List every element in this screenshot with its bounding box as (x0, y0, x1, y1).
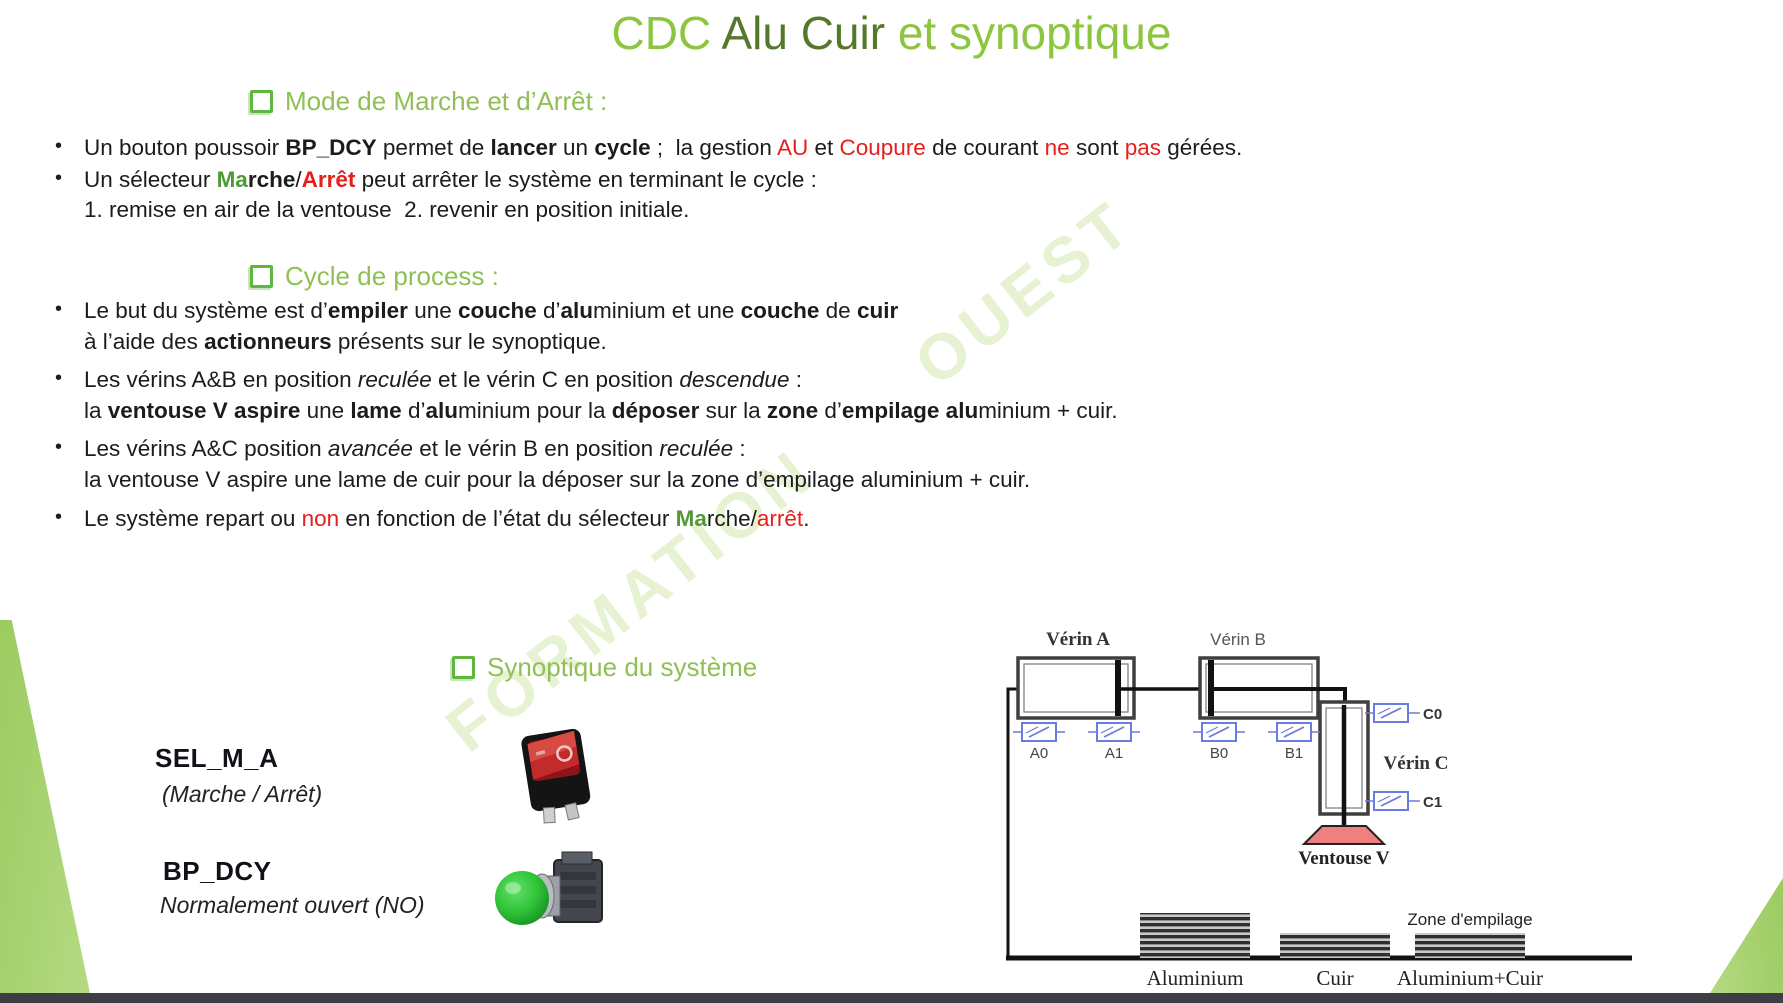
sensor-a1 (1088, 722, 1140, 742)
text-line-mode-2: Un sélecteur Marche/Arrêt peut arrêter l… (84, 167, 817, 192)
heading-label: Cycle de process : (285, 261, 499, 291)
ventouse-shape (1301, 825, 1387, 845)
slide-title: CDC Alu Cuir et synoptique (0, 6, 1783, 60)
text-line-process-4: Le système repart ou non en fonction de … (84, 506, 810, 531)
title-part-3: et synoptique (885, 7, 1172, 59)
text-line-process-2a: Les vérins A&B en position reculée et le… (84, 367, 802, 392)
frame-left-line (1006, 687, 1020, 958)
bullet-marker: • (55, 506, 63, 528)
text-line-mode-1: Un bouton poussoir BP_DCY permet de lanc… (84, 135, 1243, 160)
checkbox-icon (250, 265, 273, 288)
stack-aluminium (1140, 913, 1250, 958)
verin-a-cylinder (1016, 656, 1136, 720)
rocker-switch-image (521, 728, 591, 824)
stack-cuir-label: Cuir (1316, 966, 1353, 990)
verin-c-label: Vérin C (1384, 753, 1449, 774)
selector-subtitle-label: (Marche / Arrêt) (162, 781, 323, 807)
corner-triangle-left (0, 620, 90, 993)
text-line-process-1b: à l’aide des actionneurs présents sur le… (84, 329, 607, 354)
heading-label: Mode de Marche et d’Arrêt : (285, 86, 608, 116)
bullet-marker: • (55, 167, 63, 189)
stack-aluminium-label: Aluminium (1147, 966, 1244, 990)
zone-empilage-label: Zone d'empilage (1407, 910, 1532, 929)
sensor-b0-label: B0 (1210, 745, 1228, 762)
sensor-a0-label: A0 (1030, 745, 1048, 762)
selector-name-label: SEL_M_A (155, 743, 279, 773)
title-part-2: Alu Cuir (721, 7, 886, 59)
verin-b-piston (1208, 660, 1214, 716)
pushbutton-subtitle-label: Normalement ouvert (NO) (160, 892, 425, 918)
pushbutton-name-label: BP_DCY (163, 856, 272, 886)
bullet-marker: • (55, 298, 63, 320)
sensor-a1-label: A1 (1105, 745, 1123, 762)
ventouse-label: Ventouse V (1298, 848, 1390, 869)
stack-cuir (1280, 933, 1390, 958)
sensor-b0 (1193, 722, 1245, 742)
sensor-b1 (1268, 722, 1320, 742)
sensor-c0-label: C0 (1423, 706, 1442, 723)
verin-a-piston (1115, 660, 1121, 716)
sensor-b1-label: B1 (1285, 745, 1303, 762)
heading-mode-marche-arret: Mode de Marche et d’Arrêt : (250, 86, 607, 117)
stack-alu-cuir (1415, 933, 1525, 958)
verin-b-label: Vérin B (1210, 630, 1266, 649)
corner-triangle-right (1710, 878, 1783, 993)
text-line-process-3b: la ventouse V aspire une lame de cuir po… (84, 467, 1031, 492)
sensor-a0 (1013, 722, 1065, 742)
heading-label: Synoptique du système (487, 652, 758, 682)
synoptic-diagram: Vérin A Vérin B Vérin C Ventouse V A0 (1006, 629, 1632, 990)
checkbox-icon (452, 656, 475, 679)
text-line-process-1a: Le but du système est d’empiler une couc… (84, 298, 899, 323)
heading-cycle-process: Cycle de process : (250, 261, 499, 292)
bottom-border-bar (0, 993, 1783, 1003)
bullet-marker: • (55, 436, 63, 458)
verin-a-label: Vérin A (1046, 629, 1110, 650)
bullet-marker: • (55, 367, 63, 389)
push-button-image (495, 851, 603, 925)
sensor-c0 (1365, 703, 1420, 723)
sensor-c1 (1365, 791, 1420, 811)
heading-synoptique: Synoptique du système (452, 652, 757, 683)
title-part-1: CDC (611, 7, 722, 59)
checkbox-icon (250, 90, 273, 113)
stack-alu-cuir-label: Aluminium+Cuir (1397, 966, 1543, 990)
text-line-process-2b: la ventouse V aspire une lame d’aluminiu… (84, 398, 1118, 423)
text-line-mode-3: 1. remise en air de la ventouse 2. reven… (84, 197, 690, 222)
sensor-c1-label: C1 (1423, 794, 1442, 811)
bullet-marker: • (55, 135, 63, 157)
text-line-process-3a: Les vérins A&C position avancée et le vé… (84, 436, 746, 461)
